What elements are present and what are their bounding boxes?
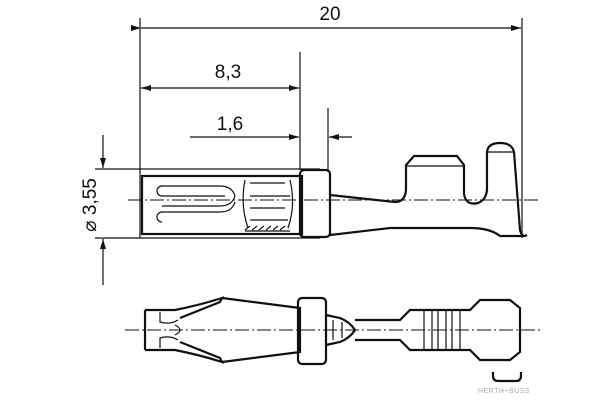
dimension-socket-length: 8,3 bbox=[141, 52, 301, 170]
herth-buss-logo: HERTH+BUSS bbox=[478, 372, 530, 395]
terminal-top-view bbox=[125, 296, 540, 366]
dimension-diameter: ⌀ 3,55 bbox=[80, 135, 320, 285]
dimension-collar-width: 1,6 bbox=[190, 108, 352, 172]
dimension-label-diameter: ⌀ 3,55 bbox=[80, 178, 101, 232]
dimension-overall-length: 20 bbox=[131, 4, 523, 238]
terminal-side-view bbox=[128, 141, 540, 239]
dimension-label-8-3: 8,3 bbox=[215, 62, 241, 83]
dimension-label-20: 20 bbox=[319, 4, 340, 25]
watermark-text: HERTH+BUSS bbox=[478, 388, 530, 395]
dimension-label-1-6: 1,6 bbox=[217, 114, 243, 135]
